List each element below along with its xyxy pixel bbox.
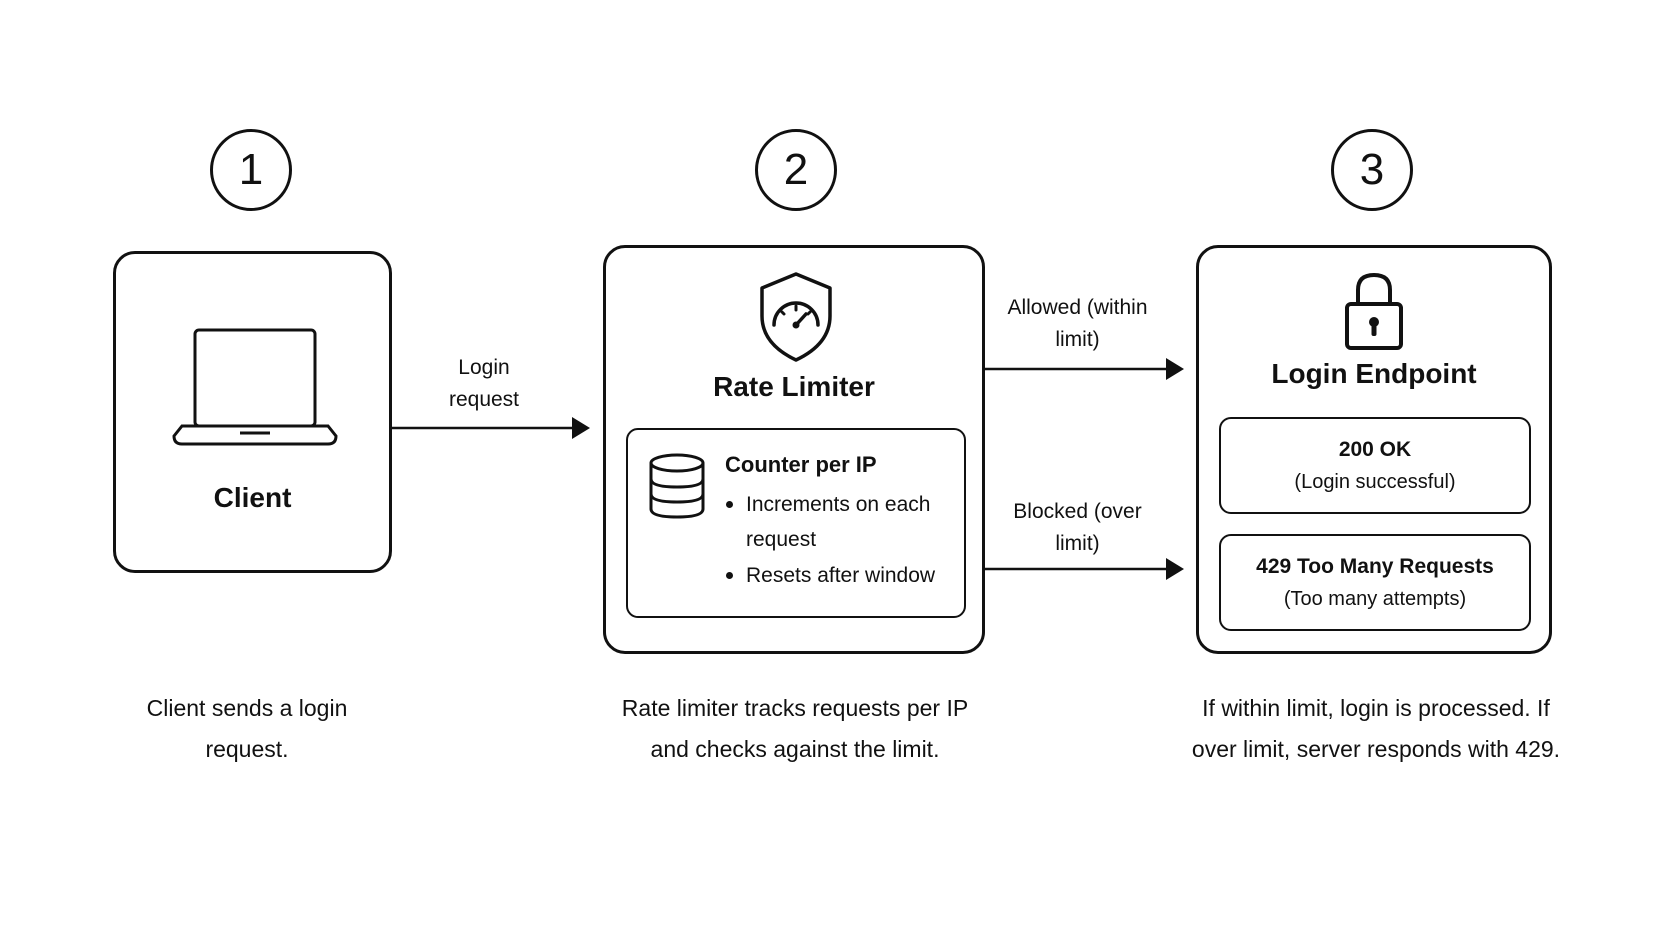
bullet-dot <box>726 501 733 508</box>
counter-box: Counter per IP Increments on each reques… <box>626 428 966 618</box>
laptop-icon <box>172 328 338 446</box>
lock-icon <box>1345 272 1403 350</box>
counter-bullet-1: Increments on each request <box>726 487 956 557</box>
step-3-caption: If within limit, login is processed. If … <box>1191 695 1561 762</box>
response-429-desc: (Too many attempts) <box>1283 587 1467 610</box>
bullet-dot <box>726 572 733 579</box>
counter-bullet-2-text: Resets after window <box>746 564 936 587</box>
counter-title: Counter per IP <box>725 452 877 477</box>
response-200-desc: (Login successful) <box>1294 470 1456 493</box>
response-200-code: 200 OK <box>1338 437 1412 461</box>
blocked-arrow <box>985 558 1184 580</box>
counter-bullet-1-text: Increments on each request <box>746 493 931 551</box>
client-title: Client <box>213 482 292 513</box>
login-endpoint-title: Login Endpoint <box>1271 358 1477 389</box>
step-number-1: 1 <box>210 129 292 211</box>
step-number-3: 3 <box>1331 129 1413 211</box>
step-number-2: 2 <box>755 129 837 211</box>
response-200-box: 200 OK (Login successful) <box>1219 417 1531 514</box>
response-429-box: 429 Too Many Requests (Too many attempts… <box>1219 534 1531 631</box>
response-429-code: 429 Too Many Requests <box>1256 554 1494 578</box>
allowed-label: Allowed (within limit) <box>1007 296 1148 351</box>
rate-limiter-box: Rate Limiter Counter per IP Increments o… <box>603 245 985 654</box>
step-1-caption: Client sends a login request. <box>146 695 348 762</box>
counter-bullet-2: Resets after window <box>726 558 966 593</box>
login-request-label: Login request <box>448 356 520 411</box>
blocked-label: Blocked (over limit) <box>1013 500 1142 555</box>
shield-gauge-icon <box>760 272 832 362</box>
step-2-caption: Rate limiter tracks requests per IP and … <box>621 695 969 762</box>
allowed-arrow <box>985 358 1184 380</box>
login-endpoint-box: Login Endpoint 200 OK (Login successful)… <box>1196 245 1552 654</box>
database-icon <box>649 453 705 519</box>
client-box: Client <box>113 251 392 573</box>
rate-limiter-title: Rate Limiter <box>713 371 875 402</box>
login-request-arrow <box>392 417 590 439</box>
